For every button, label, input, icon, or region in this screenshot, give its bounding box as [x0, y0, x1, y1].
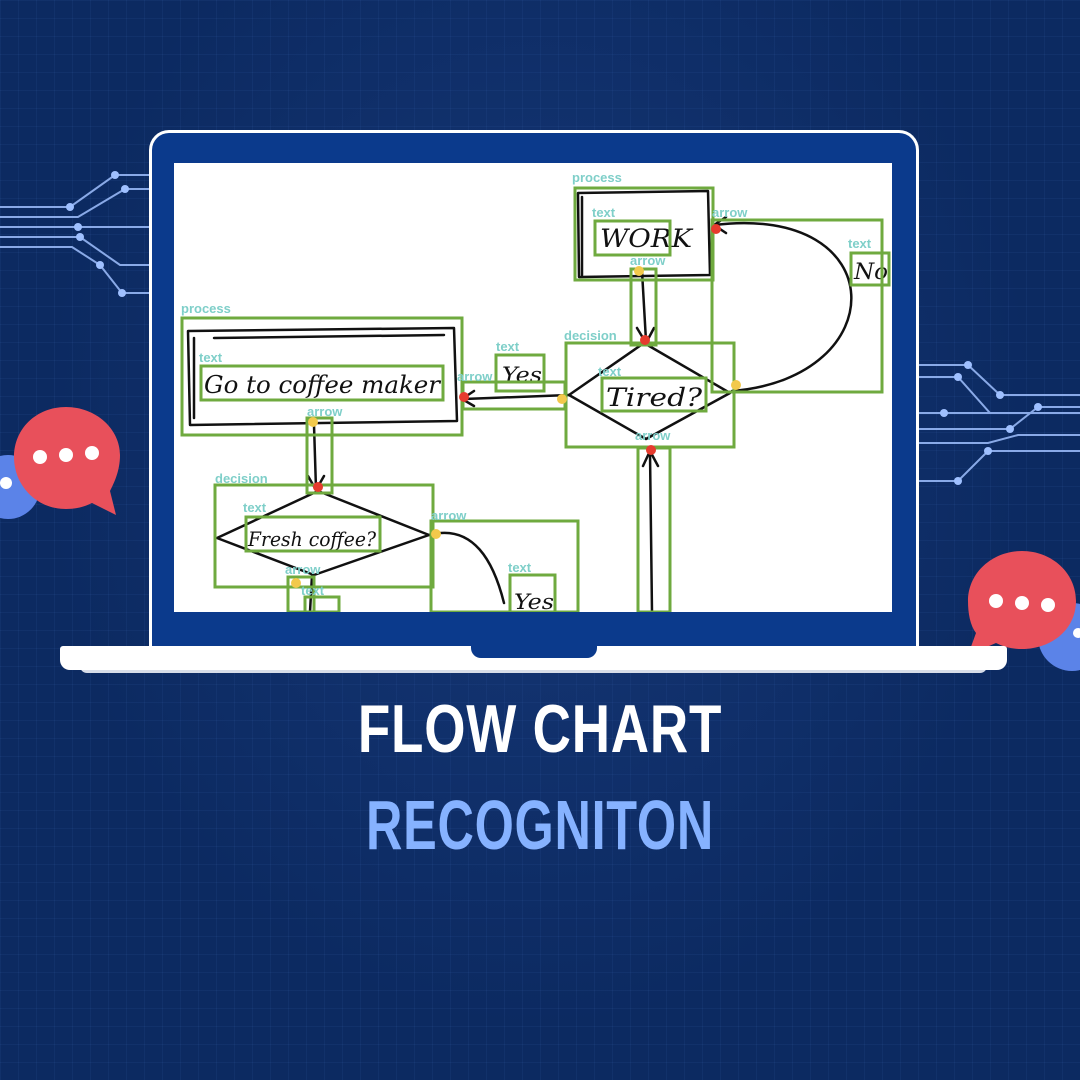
hand-text-fresh-coffee: Fresh coffee? — [247, 527, 376, 551]
keypoints — [291, 224, 741, 588]
circuit-lines-left-icon — [0, 171, 150, 297]
chat-bubble-right-icon — [968, 551, 1080, 671]
detection-box-text-work — [593, 219, 672, 257]
label-text-tired: text — [598, 364, 622, 379]
label-arrow-fresh: arrow — [431, 508, 467, 523]
hand-text-yes-2: Yes — [514, 590, 554, 612]
detection-box-text-yes-1 — [494, 353, 546, 393]
hand-text-work: WORK — [600, 224, 693, 253]
title-line-2: RECOGNITON — [366, 786, 714, 864]
hand-text-tired: Tired? — [606, 383, 703, 412]
label-text-work: text — [592, 205, 616, 220]
label-arrow-down: arrow — [630, 253, 666, 268]
label-arrow-down-2: arrow — [285, 562, 321, 577]
detection-box-arrow-fresh — [429, 519, 580, 612]
label-decision-fresh: decision — [215, 471, 268, 486]
label-process-work: process — [572, 170, 622, 185]
title-line-1: FLOW CHART — [357, 691, 723, 767]
label-arrow-loop: arrow — [712, 205, 748, 220]
label-text-yes-2: text — [508, 560, 532, 575]
detection-labels: process text arrow text arrow process de… — [181, 170, 872, 598]
detection-box-text-fresh — [244, 515, 382, 553]
label-text-coffee: text — [199, 350, 223, 365]
label-text-yes-1: text — [496, 339, 520, 354]
detection-box-arrow-down-2 — [286, 575, 316, 612]
circuit-lines-right-icon — [918, 361, 1080, 485]
label-arrow-yes: arrow — [457, 369, 493, 384]
detection-box-text-coffee — [199, 364, 445, 402]
label-arrow-up: arrow — [635, 428, 671, 443]
hand-text-go-to-coffee-maker: Go to coffee maker — [204, 371, 442, 399]
label-text-no: text — [848, 236, 872, 251]
label-text-fresh: text — [243, 500, 267, 515]
detection-box-arrow-up — [636, 446, 672, 612]
detection-box-text-tired — [600, 376, 708, 413]
label-text-bottom: text — [301, 583, 325, 598]
detection-box-arrow-loop — [710, 218, 884, 394]
detection-box-text-bottom — [303, 595, 341, 612]
label-arrow-coffee: arrow — [307, 404, 343, 419]
detection-box-text-yes-2 — [508, 573, 557, 612]
detection-box-text-no — [849, 251, 891, 287]
laptop-screen: WORK No Go to coffee maker Yes Tired? Fr… — [174, 163, 892, 612]
label-decision-tired: decision — [564, 328, 617, 343]
label-process-coffee: process — [181, 301, 231, 316]
flowchart-diagram: WORK No Go to coffee maker Yes Tired? Fr… — [180, 170, 891, 612]
detection-box-process-coffee — [180, 316, 464, 437]
chat-bubble-left-icon — [0, 407, 120, 519]
detection-box-arrow-coffee — [305, 416, 334, 495]
laptop-notch — [471, 646, 597, 658]
